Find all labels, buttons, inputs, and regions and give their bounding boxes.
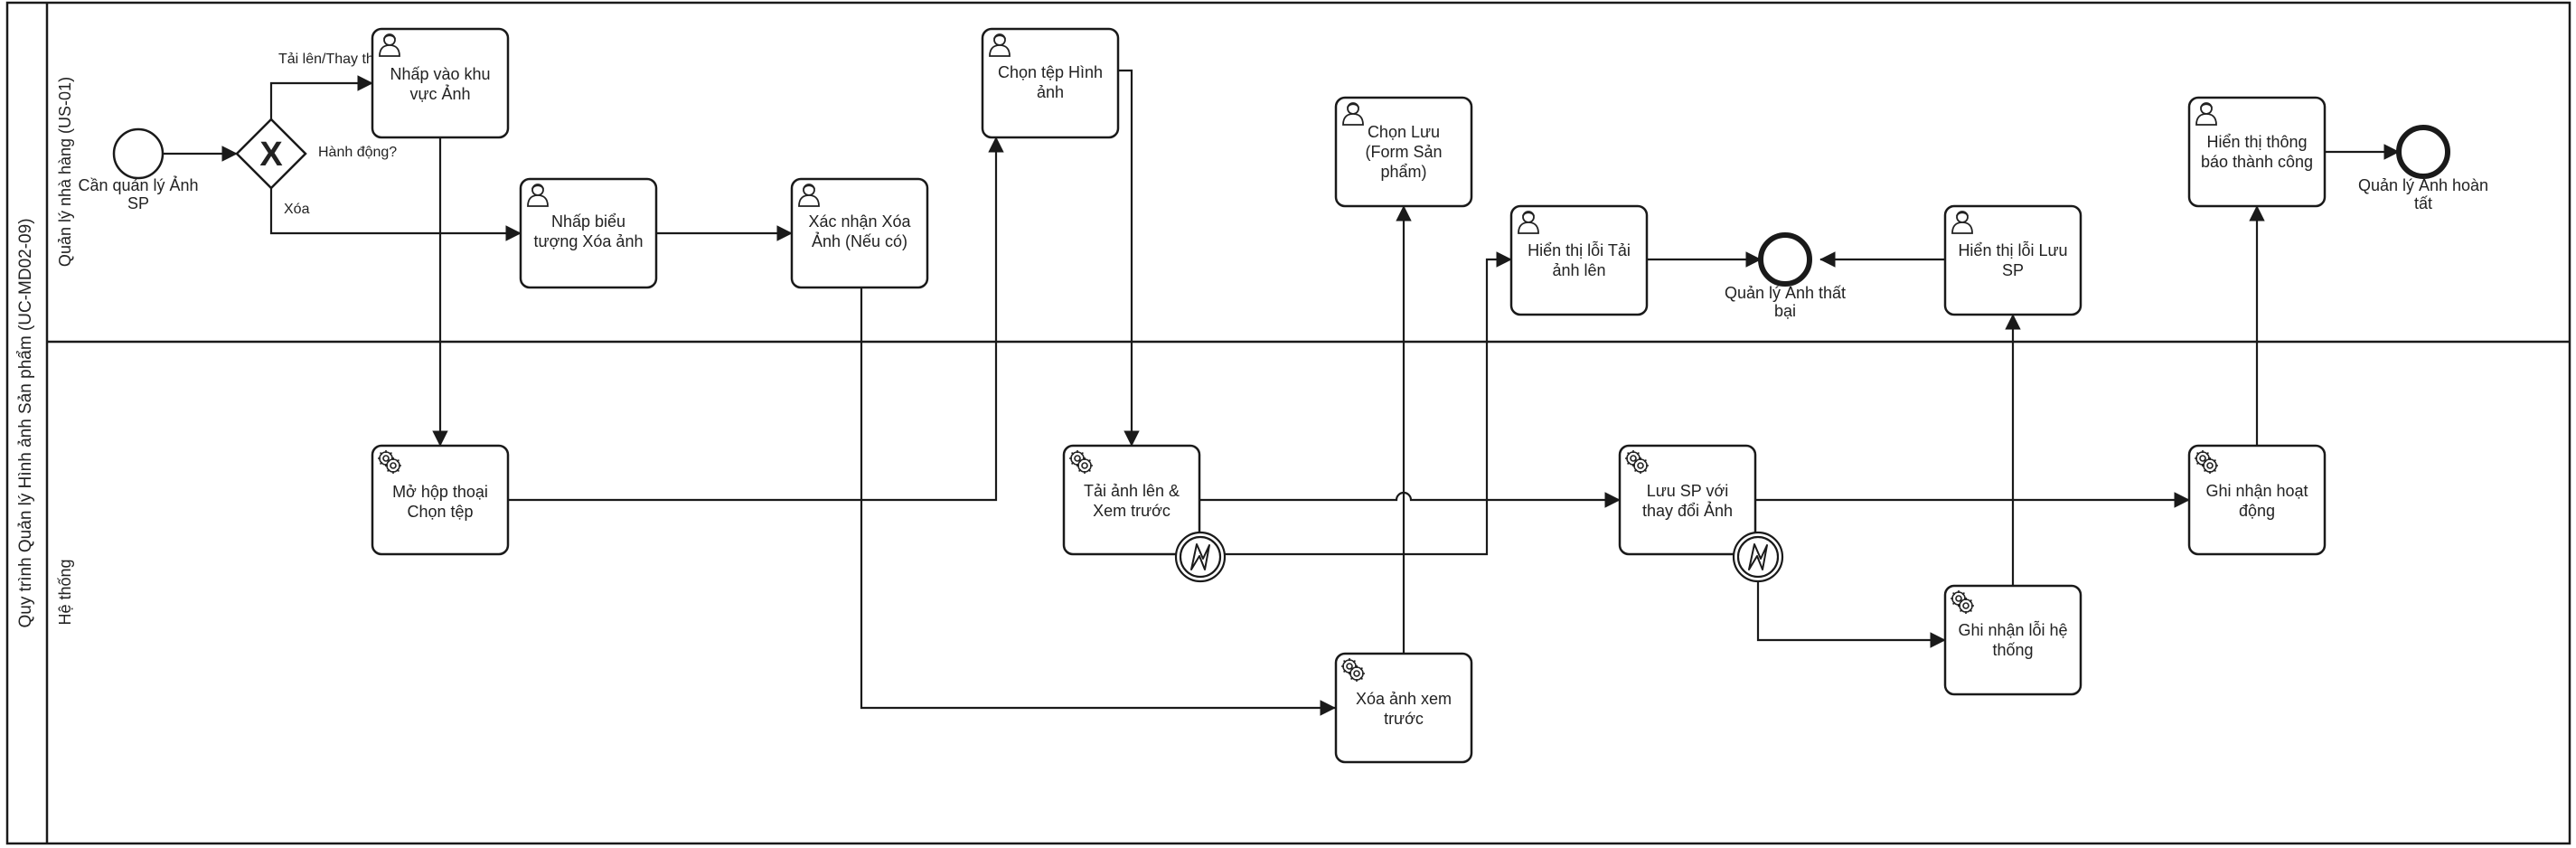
end-fail-label-line2: bại <box>1774 302 1796 320</box>
error-icon <box>1748 543 1768 570</box>
task-label-line1: Mở hộp thoại <box>392 483 488 501</box>
exclusive-gateway: X Hành động? <box>235 118 397 190</box>
task-choose-image-file[interactable]: Chọn tệp Hình ảnh <box>981 27 1120 139</box>
task-label-line1: Chọn Lưu <box>1368 123 1440 141</box>
gateway-label: Hành động? <box>318 145 397 160</box>
task-label-line2: ảnh lên <box>1552 261 1605 279</box>
task-label-line2: báo thành công <box>2201 153 2313 171</box>
task-label-line1: Xóa ảnh xem <box>1356 690 1452 708</box>
task-label-line1: Lưu SP với <box>1647 482 1729 500</box>
task-log-system-error[interactable]: Ghi nhận lỗi hệ thống <box>1943 584 2082 696</box>
flow-gateway-to-click-image <box>269 75 373 119</box>
task-label-line1: Hiển thị lỗi Tải <box>1528 240 1631 259</box>
task-label-line1: Nhấp vào khu <box>390 65 490 83</box>
pool-label: Quy trình Quản lý Hình ảnh Sản phẩm (UC-… <box>16 218 35 627</box>
task-label-line1: Ghi nhận hoạt <box>2205 482 2308 500</box>
lane-label-system: Hệ thống <box>56 559 74 625</box>
task-label-line1: Tải ảnh lên & <box>1084 482 1180 500</box>
flow-gateway-to-delete-icon <box>269 188 522 241</box>
start-event-label-line2: SP <box>127 194 149 212</box>
end-fail-label-line1: Quản lý Ảnh thất <box>1725 283 1846 302</box>
flow-choose-file-to-upload <box>1118 69 1140 447</box>
task-label-line2: thống <box>1992 641 2033 659</box>
task-open-file-dialog[interactable]: Mở hộp thoại Chọn tệp <box>371 444 510 556</box>
task-label-line2: tượng Xóa ảnh <box>534 232 644 250</box>
task-label-line2: (Form Sản <box>1365 143 1442 161</box>
task-choose-save[interactable]: Chọn Lưu (Form Sản phẩm) <box>1334 96 1473 208</box>
task-delete-preview[interactable]: Xóa ảnh xem trước <box>1334 652 1473 764</box>
task-label-line1: Nhấp biểu <box>551 212 625 231</box>
task-label-line2: động <box>2239 502 2275 520</box>
boundary-error-event-upload <box>1174 531 1227 583</box>
task-show-upload-error[interactable]: Hiển thị lỗi Tải ảnh lên <box>1509 204 1649 316</box>
task-show-save-error[interactable]: Hiển thị lỗi Lưu SP <box>1943 204 2082 316</box>
edge-label-upload: Tải lên/Thay thế <box>278 52 382 67</box>
task-label-line3: phẩm) <box>1380 163 1426 181</box>
task-label-line1: Hiển thị lỗi Lưu <box>1958 240 2067 259</box>
task-click-image-area[interactable]: Nhấp vào khu vực Ảnh <box>371 27 510 139</box>
task-click-delete-icon[interactable]: Nhấp biểu tượng Xóa ảnh <box>519 177 658 289</box>
end-event-success: Quản lý Ảnh hoàn tất <box>2358 125 2488 212</box>
task-label-line1: Ghi nhận lỗi hệ <box>1958 620 2067 639</box>
task-label-line2: Xem trước <box>1093 502 1170 520</box>
edge-label-delete: Xóa <box>284 202 310 217</box>
start-event: Cần quản lý Ảnh SP <box>78 127 199 212</box>
sequence-flows: Tải lên/Thay thế Xóa <box>163 52 2400 716</box>
task-save-product[interactable]: Lưu SP với thay đổi Ảnh <box>1618 444 1757 556</box>
task-label-line2: trước <box>1384 710 1424 728</box>
task-label-line2: thay đổi Ảnh <box>1642 501 1733 520</box>
task-log-activity[interactable]: Ghi nhận hoạt động <box>2187 444 2327 556</box>
flow-upload-error-to-show-error <box>1216 251 1512 556</box>
end-success-label-line1: Quản lý Ảnh hoàn <box>2358 175 2488 194</box>
boundary-error-event-save <box>1732 531 1784 583</box>
task-label-line1: Chọn tệp Hình <box>998 63 1103 81</box>
flow-save-error-to-log-error <box>1756 579 1946 648</box>
task-label-line2: Chọn tệp <box>407 503 473 521</box>
end-success-label-line2: tất <box>2414 194 2432 212</box>
task-upload-preview[interactable]: Tải ảnh lên & Xem trước <box>1062 444 1201 556</box>
task-label-line2: vực Ảnh <box>409 84 470 103</box>
task-confirm-delete[interactable]: Xác nhận Xóa Ảnh (Nếu có) <box>790 177 929 289</box>
gateway-x-symbol: X <box>259 136 283 174</box>
task-label-line1: Xác nhận Xóa <box>808 212 911 231</box>
error-icon <box>1190 543 1210 570</box>
task-label-line2: SP <box>2002 261 2024 279</box>
flow-dialog-to-choose-file <box>508 137 1004 502</box>
task-label-line2: Ảnh (Nếu có) <box>812 231 907 250</box>
flow-confirm-to-delete-preview <box>860 287 1336 716</box>
end-event-fail: Quản lý Ảnh thất bại <box>1725 232 1846 320</box>
task-label-line2: ảnh <box>1037 83 1064 101</box>
start-event-label-line1: Cần quản lý Ảnh <box>78 175 198 194</box>
pool: Quy trình Quản lý Hình ảnh Sản phẩm (UC-… <box>5 1 2571 845</box>
lane-label-manager: Quản lý nhà hàng (US-01) <box>56 77 74 267</box>
task-label-line1: Hiển thị thông <box>2206 133 2307 151</box>
task-show-success[interactable]: Hiển thị thông báo thành công <box>2187 96 2327 208</box>
